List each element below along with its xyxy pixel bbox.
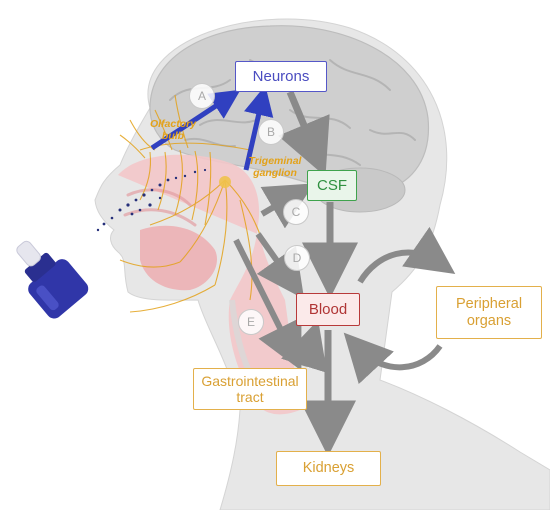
gastrointestinal-tract-box: Gastrointestinal tract bbox=[193, 368, 307, 410]
route-arrows-neuronal bbox=[150, 85, 274, 171]
olfactory-bulb-label: Olfactory bulb bbox=[149, 118, 197, 143]
neurons-box: Neurons bbox=[235, 61, 327, 92]
trigeminal-ganglion-label: Trigeminal ganglion bbox=[248, 155, 302, 180]
kidneys-box: Kidneys bbox=[276, 451, 381, 486]
route-label-d: D bbox=[284, 245, 310, 271]
nerve-network-icon bbox=[119, 94, 263, 313]
arrow-c bbox=[260, 183, 315, 229]
peripheral-organs-box: Peripheral organs bbox=[436, 286, 542, 339]
arrow-gi-to-blood bbox=[281, 319, 327, 373]
route-arrows-systemic bbox=[233, 90, 456, 457]
arrow-organs-to-blood bbox=[343, 332, 443, 385]
route-label-a: A bbox=[189, 83, 215, 109]
trigeminal-ganglion-icon bbox=[219, 176, 231, 188]
route-label-b: B bbox=[258, 119, 284, 145]
route-label-e: E bbox=[238, 309, 264, 335]
blood-box: Blood bbox=[296, 293, 360, 326]
csf-box: CSF bbox=[307, 170, 357, 201]
spray-particles-icon bbox=[96, 168, 207, 232]
arrow-b bbox=[243, 85, 274, 171]
arrow-blood-to-organs bbox=[357, 226, 456, 284]
arrow-neurons-to-csf bbox=[277, 90, 330, 177]
arrow-d bbox=[255, 232, 305, 300]
route-label-c: C bbox=[283, 199, 309, 225]
nasal-spray-bottle-icon bbox=[16, 240, 89, 319]
arrow-a bbox=[150, 89, 241, 151]
